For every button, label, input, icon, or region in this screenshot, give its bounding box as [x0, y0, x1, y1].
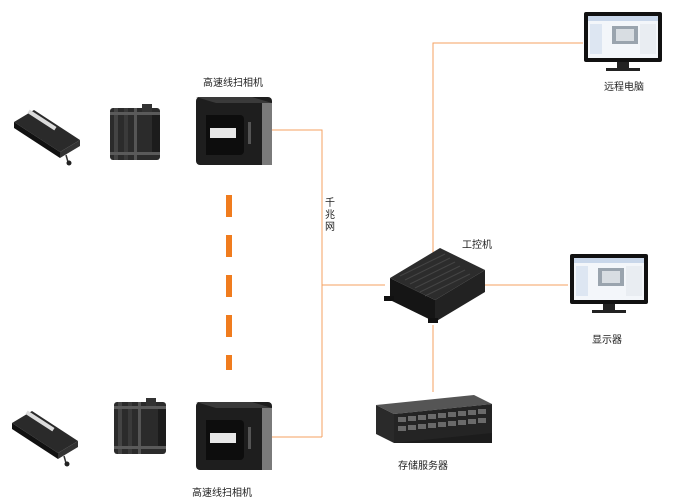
- display-label: 显示器: [592, 335, 622, 346]
- remote-pc-icon: [584, 12, 662, 71]
- display-monitor-icon: [570, 254, 648, 313]
- camera-top-label: 高速线扫相机: [203, 78, 263, 89]
- connector-lines: [272, 42, 583, 438]
- lens-icon: [114, 398, 166, 454]
- storage-label: 存储服务器: [398, 461, 448, 472]
- line-scan-camera-icon: [196, 402, 272, 470]
- camera-sync-dashes: [226, 195, 232, 370]
- ipc-label: 工控机: [462, 240, 492, 251]
- network-label: 千兆网: [325, 198, 335, 233]
- light-source-icon: [12, 410, 78, 467]
- industrial-pc-icon: [384, 248, 485, 323]
- camera-bottom-label: 高速线扫相机: [192, 488, 252, 499]
- line-scan-camera-icon: [196, 97, 272, 165]
- storage-server-icon: [376, 395, 492, 443]
- light-source-icon: [14, 109, 80, 166]
- remote-pc-label: 远程电脑: [604, 82, 644, 93]
- lens-icon: [110, 104, 160, 160]
- line-camera-top-to-bus: [272, 129, 385, 286]
- line-ipc-to-remote-pc: [432, 42, 583, 255]
